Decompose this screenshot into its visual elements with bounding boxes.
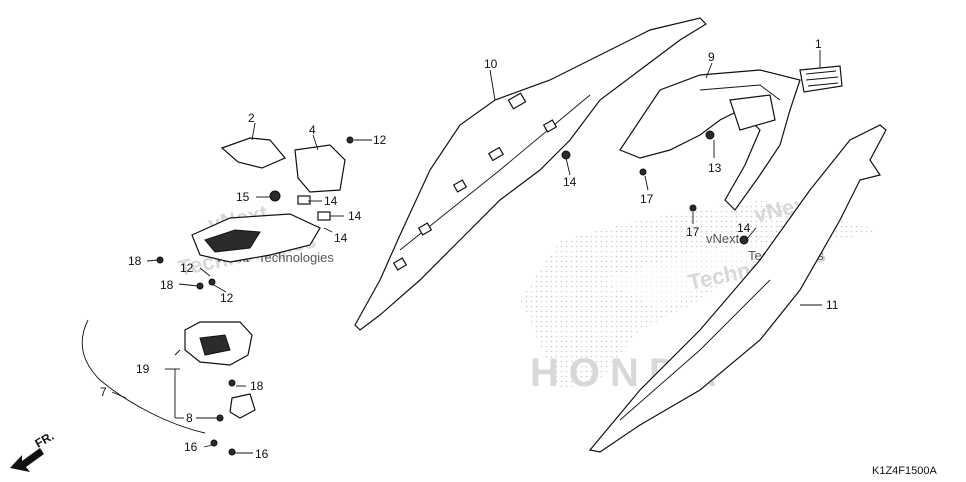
callout-17-b: 17 [686, 225, 700, 239]
callout-13: 13 [708, 161, 722, 175]
callout-16-b: 16 [255, 447, 269, 461]
callout-14-c: 14 [334, 231, 348, 245]
part-4-bracket-cover [294, 144, 346, 193]
callout-9: 9 [708, 50, 715, 64]
part-7-seat-lock-cable [81, 319, 206, 434]
seat-lock-assembly [184, 321, 256, 419]
callout-15: 15 [236, 190, 250, 204]
fasteners [156, 130, 749, 456]
front-direction-indicator: FR. [10, 429, 56, 472]
part-11-body-side-cover [588, 124, 887, 453]
callout-18-left: 18 [128, 254, 142, 268]
callout-14-a: 14 [324, 194, 338, 208]
callouts: 1 2 4 12 15 14 14 14 18 18 12 12 10 9 13… [100, 37, 839, 461]
part-2-small-cover [220, 137, 286, 169]
callout-4: 4 [309, 123, 316, 137]
callout-14-b: 14 [348, 209, 362, 223]
callout-1: 1 [815, 37, 822, 51]
callout-8: 8 [186, 411, 193, 425]
taillight-assembly [191, 190, 331, 263]
callout-2: 2 [248, 111, 255, 125]
callout-14-right: 14 [737, 221, 751, 235]
callout-12-top: 12 [373, 133, 387, 147]
part-1-reflector [799, 65, 843, 93]
callout-19: 19 [136, 362, 150, 376]
callout-18-left-low: 18 [160, 278, 174, 292]
callout-16-a: 16 [184, 440, 198, 454]
callout-12-low: 12 [220, 291, 234, 305]
figure-code: K1Z4F1500A [872, 465, 937, 477]
front-arrow-icon [10, 448, 44, 472]
callout-10: 10 [484, 57, 498, 71]
callout-12-mid: 12 [180, 261, 194, 275]
callout-18-lower: 18 [250, 379, 264, 393]
leader-lines [111, 50, 822, 454]
callout-17-a: 17 [640, 192, 654, 206]
part-9-rear-frame [619, 69, 801, 211]
part-10-rear-center-cover [354, 17, 707, 331]
watermark-brand-left-small-2: vNext [706, 231, 740, 246]
callout-14-center: 14 [563, 175, 577, 189]
callout-7: 7 [100, 385, 107, 399]
callout-11: 11 [826, 298, 839, 312]
front-direction-label: FR. [33, 429, 57, 451]
